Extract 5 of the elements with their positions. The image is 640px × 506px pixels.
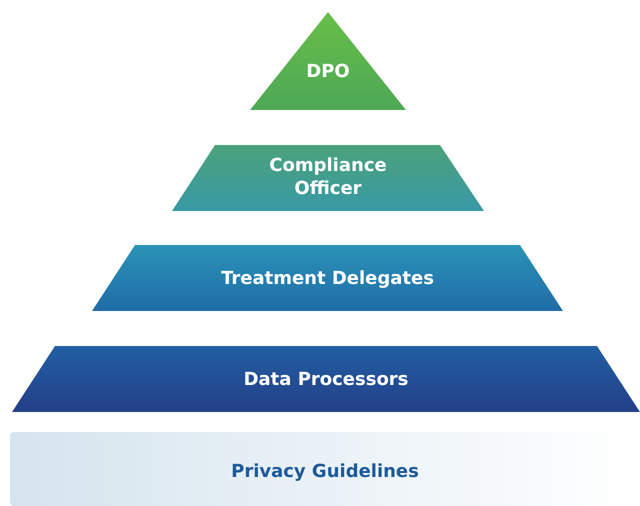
- tier-label: Data Processors: [242, 368, 410, 391]
- tier-label: Treatment Delegates: [220, 267, 435, 290]
- tier-label: Compliance Officer: [268, 154, 388, 200]
- band-label: Privacy Guidelines: [230, 460, 420, 483]
- tier-label: DPO: [305, 60, 351, 83]
